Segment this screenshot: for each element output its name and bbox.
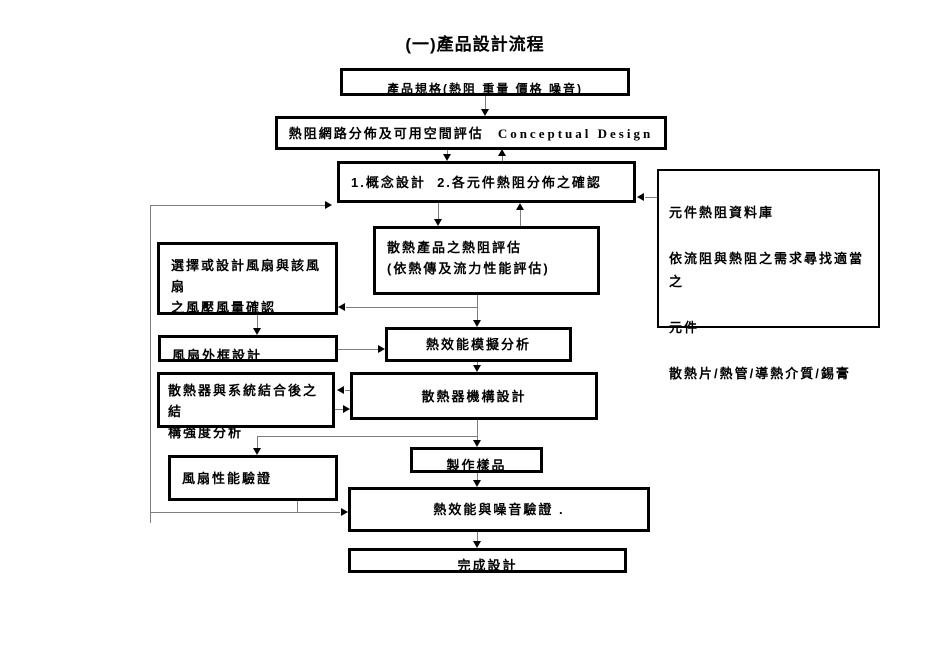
connector-eval-to-fan-select [346,307,477,308]
arrowhead-right-icon [341,508,348,516]
flow-box-label: 風扇性能驗證 [182,470,273,486]
connector-fan-select-to-fan-frame [257,315,258,328]
flow-box-fan-select: 選擇或設計風扇與該風扇 之風壓風量確認 [157,242,338,315]
connector-fan-verify-to-noise [297,501,298,512]
arrowhead-up-icon [516,203,524,210]
flow-box-label: 風扇外框設計 [172,348,263,362]
flow-box-prototype: 製作樣品 [410,447,543,473]
flow-box-label: 完成設計 [457,558,518,573]
arrowhead-down-icon [473,365,481,372]
connector-concept-to-network [502,156,503,161]
connector-fan-frame-to-sim [338,349,378,350]
flow-box-label: 散熱器與系統結合後之結 構強度分析 [168,383,319,440]
arrowhead-down-icon [481,109,489,116]
flow-box-complete: 完成設計 [348,548,627,573]
connector-network-to-concept [447,150,448,155]
flow-box-fan-frame: 風扇外框設計 [158,335,338,362]
flow-box-label: 選擇或設計風扇與該風扇 之風壓風量確認 [171,258,322,315]
flow-box-label: 製作樣品 [446,458,507,473]
flow-box-label: 熱阻網路分佈及可用空間評估 [288,125,484,141]
arrowhead-right-icon [378,345,385,353]
arrowhead-right-icon [325,201,332,209]
page-title: (一)產品設計流程 [405,35,545,54]
connector-noise-to-complete [477,532,478,541]
flow-box-structure-analysis: 散熱器與系統結合後之結 構強度分析 [157,372,335,440]
flow-box-label: 熱效能與噪音驗證 . [433,502,565,517]
arrowhead-left-icon [337,386,344,394]
arrowhead-down-icon [253,328,261,335]
flow-box-thermal-network: 熱阻網路分佈及可用空間評估 Conceptual Design [275,116,667,150]
arrowhead-up-icon [498,149,506,156]
db-line: 元件熱阻資料庫 [669,205,775,220]
connector-eval-to-concept [520,210,521,226]
connector-concept-to-eval [438,203,439,219]
flow-box-label-english: Conceptual Design [497,125,654,141]
arrowhead-down-icon [473,320,481,327]
flow-box-label: 散熱器機構設計 [421,388,527,404]
db-line: 散熱片/熱管/導熱介質/錫膏 [669,366,851,381]
connector-prototype-to-noise [477,473,478,480]
flow-box-fan-verify: 風扇性能驗證 [168,455,338,501]
connector-branch-to-fan-verify [257,436,477,437]
arrowhead-down-icon [473,541,481,548]
arrowhead-right-icon [343,405,350,413]
connector-mech-to-prototype [477,420,478,440]
arrowhead-down-icon [473,440,481,447]
connector-eval-to-sim [477,295,478,320]
connector-mech-to-structure [345,390,350,391]
arrowhead-down-icon [473,480,481,487]
flow-box-product-spec: 產品規格(熱阻 重量 價格 噪音) [340,68,630,96]
flow-box-concept-design: 1.概念設計 2.各元件熱阻分佈之確認 [337,161,636,203]
flow-box-thermal-sim: 熱效能模擬分析 [385,327,572,362]
db-line: 依流阻與熱阻之需求尋找適當之 [669,251,865,289]
flow-box-label: 熱效能模擬分析 [425,337,531,352]
db-line: 元件一 [669,320,715,335]
flow-box-label: 1.概念設計 2.各元件熱阻分佈之確認 [351,174,602,190]
arrowhead-down-icon [443,154,451,161]
flow-box-noise-verify: 熱效能與噪音驗證 . [348,487,650,532]
connector-structure-to-mech [335,409,343,410]
connector-database-to-concept [645,197,657,198]
arrowhead-down-icon [434,219,442,226]
arrowhead-down-icon [253,448,261,455]
arrowhead-left-icon [338,303,345,311]
connector-feedback-loop [150,205,151,523]
connector-spec-to-network [485,96,486,109]
connector-branch-to-fan-verify [257,436,258,448]
flow-box-mech-design: 散熱器機構設計 [350,372,598,420]
flow-box-thermal-eval: 散熱產品之熱阻評估 (依熱傳及流力性能評估) [373,226,600,295]
flow-box-label: 產品規格(熱阻 重量 價格 噪音) [387,82,583,96]
connector-fan-verify-to-noise [150,512,340,513]
flow-box-label: 散熱產品之熱阻評估 (依熱傳及流力性能評估) [387,240,550,276]
flow-box-component-database: 元件熱阻資料庫 依流阻與熱阻之需求尋找適當之 元件一 散熱片/熱管/導熱介質/錫… [657,169,880,381]
arrowhead-left-icon [637,193,644,201]
connector-feedback-loop [150,205,325,206]
connector-sim-to-mech [477,362,478,365]
